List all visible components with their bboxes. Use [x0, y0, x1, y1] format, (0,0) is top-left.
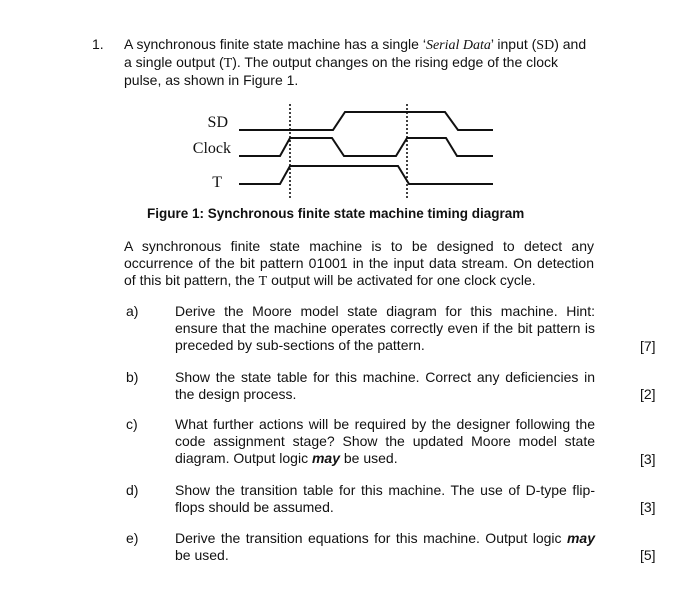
part-text-after: be used. — [175, 547, 229, 563]
part-letter: a) — [126, 303, 139, 319]
desc-text-2: output will be activated for one clock c… — [267, 272, 536, 288]
emphasis-may: may — [311, 450, 340, 466]
part-marks: [7] — [640, 338, 656, 354]
desc-text-1: A synchronous finite state machine is to… — [124, 238, 594, 288]
t-term: T — [223, 56, 233, 71]
part-text-before: Derive the transition equations for this… — [175, 530, 567, 546]
intro-text-4: ). The output changes on the rising edge… — [124, 54, 559, 88]
part-letter: b) — [126, 369, 139, 385]
t-waveform — [239, 165, 493, 185]
intro-text-3: ) and a single output ( — [124, 36, 587, 70]
signal-label-clock: Clock — [193, 140, 231, 157]
part-text: Show the transition table for this machi… — [175, 482, 595, 515]
part-marks: [2] — [640, 386, 656, 402]
part-text-after: be used. — [340, 450, 398, 466]
part-marks: [5] — [640, 547, 656, 563]
sd-term: SD — [536, 38, 555, 53]
part-text: What further actions will be required by… — [175, 416, 595, 467]
question-number: 1. — [92, 36, 104, 52]
part-text: Show the state table for this machine. C… — [175, 369, 595, 402]
part-text-before: What further actions will be required by… — [175, 416, 595, 466]
intro-text-1: A synchronous finite state machine has a… — [124, 36, 426, 52]
t-output-term: T — [258, 274, 268, 289]
intro-text-2: ’ input ( — [490, 36, 537, 52]
part-text: Derive the Moore model state diagram for… — [175, 303, 595, 353]
serial-data-term: Serial Data — [425, 38, 491, 53]
clock-waveform — [239, 137, 493, 157]
part-text: Derive the transition equations for this… — [175, 530, 595, 564]
part-marks: [3] — [640, 499, 656, 515]
problem-description: A synchronous finite state machine is to… — [124, 238, 594, 290]
question-intro: A synchronous finite state machine has a… — [124, 36, 594, 89]
part-letter: c) — [126, 416, 138, 432]
figure-caption: Figure 1: Synchronous finite state machi… — [147, 206, 525, 221]
sd-waveform — [239, 111, 493, 131]
signal-label-t: T — [212, 174, 222, 191]
part-marks: [3] — [640, 451, 656, 467]
part-letter: d) — [126, 482, 139, 498]
emphasis-may: may — [566, 530, 595, 546]
signal-label-sd: SD — [208, 114, 228, 131]
part-letter: e) — [126, 530, 139, 546]
